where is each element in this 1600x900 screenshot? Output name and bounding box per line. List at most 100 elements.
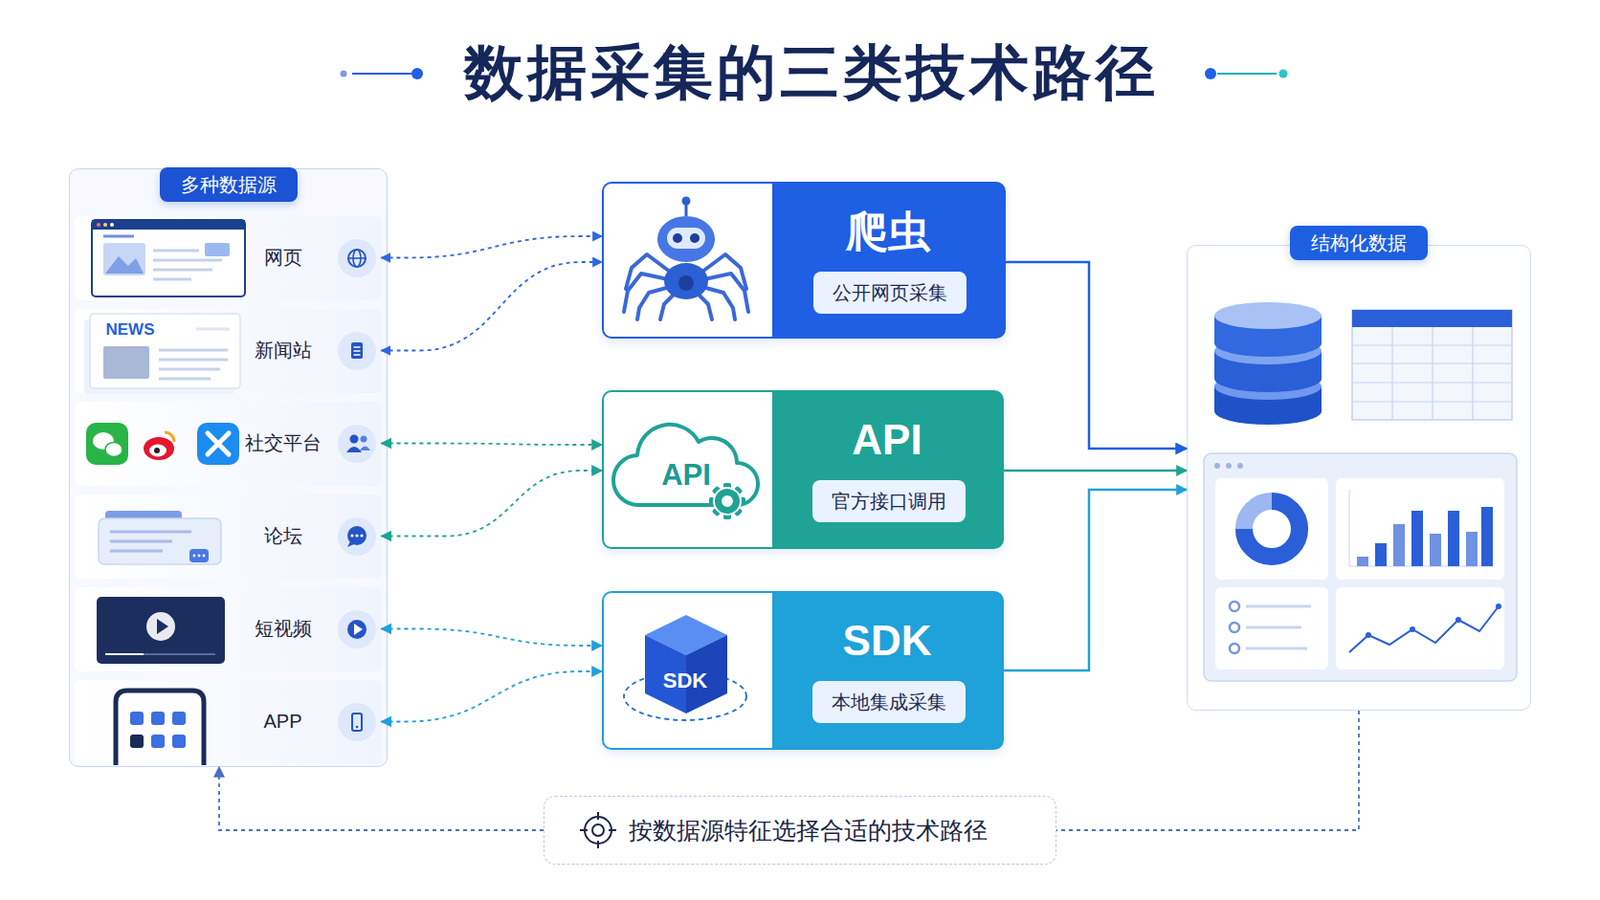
webpage-thumbnail [103,235,134,239]
webpage-thumbnail [204,243,230,257]
diagram-title: 数据采集的三类技术路径 [11,36,1600,110]
spider-robot [704,273,749,312]
video-thumbnail [96,597,225,665]
title-ornament [352,72,412,75]
table-icon [1352,327,1512,421]
dashed-connector [381,629,603,647]
source-row: 新闻站 [74,309,382,394]
database-icon [1214,337,1322,365]
dashed-connector [381,236,603,259]
title-ornament [1217,72,1277,75]
spider-robot [682,197,691,206]
social-app-icons [105,443,123,458]
sdk-cube [686,635,728,714]
spider-robot [702,287,735,320]
dashed-connector [381,444,603,446]
row-icon [347,620,367,640]
table-icon [1352,310,1512,421]
social-app-icons [86,422,129,466]
dashboard-icon [1215,478,1329,580]
dashboard-icon [1237,463,1244,469]
dashboard-icon [1481,507,1493,567]
spider-robot [685,202,689,217]
target-icon [579,812,617,849]
social-app-icons [207,433,229,455]
method-title: API [772,415,1002,466]
phone-thumbnail [115,690,204,766]
row-icon [337,703,377,742]
sdk-cube [644,615,728,656]
row-icon [337,332,377,371]
api-cloud [709,497,746,506]
news-thumbnail [84,319,235,395]
phone-thumbnail [151,734,165,749]
dashed-connector [381,671,603,723]
spider-robot [689,233,700,244]
flow-arrow [1003,489,1187,671]
spider-robot [702,254,747,289]
target-icon [584,817,612,845]
dashboard-icon [1214,463,1221,469]
row-icon [351,342,363,359]
api-cloud [713,488,741,515]
database-icon [1214,351,1322,393]
spider-robot [678,275,694,291]
dashboard-icon [1409,626,1416,633]
sdk-cube [623,672,747,721]
news-thumbnail [158,358,228,362]
row-icon [346,446,362,453]
target-icon [597,812,600,821]
dashboard-icon [1393,524,1405,567]
table-icon [1352,344,1512,346]
table-icon [1352,381,1512,383]
phone-thumbnail [151,711,165,726]
method-subtitle: 本地集成采集 [812,681,966,724]
sdk-cube [623,615,747,721]
dashboard-icon [1411,511,1423,567]
row-icon [337,239,377,742]
social-app-icons [164,432,175,443]
forum-thumbnail [202,555,206,558]
source-row: 网页 [74,216,382,301]
title-ornament [411,67,423,80]
spider-robot [623,197,749,321]
forum-thumbnail [105,511,182,523]
row-icon [359,533,363,537]
row-icon [355,726,359,730]
forum-thumbnail [198,555,201,558]
dashboard-icon [1244,501,1300,557]
table-icon [1352,400,1512,402]
webpage-thumbnail [153,268,213,272]
database-icon [1214,315,1322,357]
row-icon [337,424,377,464]
row-icon [350,533,354,537]
method-title: 爬虫 [772,206,1004,257]
api-cloud [709,483,746,520]
row-icon [354,623,363,636]
phone-thumbnail [172,711,186,726]
news-thumbnail [103,346,150,379]
forum-thumbnail [98,511,222,565]
webpage-thumbnail [110,222,114,227]
dashboard-icon [1229,644,1240,654]
dashboard-icon [1375,543,1387,567]
forum-thumbnail [189,549,209,563]
database-icon [1214,386,1322,425]
social-app-icons [86,422,240,466]
source-label: 新闻站 [227,309,339,394]
dashboard-icon [1455,617,1462,623]
row-icon [353,249,361,267]
row-icon [347,541,355,548]
phone-thumbnail [172,734,186,749]
dashboard-icon [1203,453,1517,682]
webpage-thumbnail [153,259,223,263]
dashboard-icon [1356,556,1369,567]
table-icon [1391,327,1393,421]
news-thumbnail [196,328,230,332]
dashboard-icon [1335,478,1505,580]
api-box: API官方接口调用 [601,390,1004,550]
source-label: 论坛 [227,494,339,579]
row-icon [350,435,359,445]
dashed-connector [381,470,603,537]
